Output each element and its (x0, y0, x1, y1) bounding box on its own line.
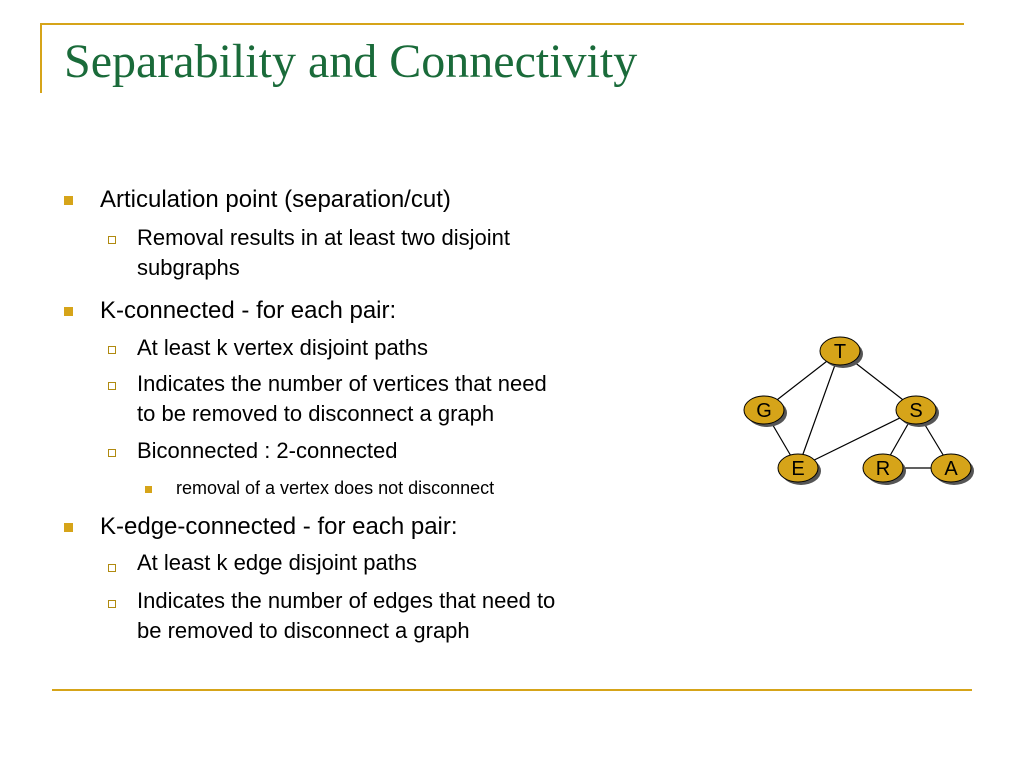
bullet-box-icon (108, 382, 116, 390)
graph-node-E: E (777, 453, 821, 485)
bullet-item: removal of a vertex does not disconnect (176, 478, 495, 498)
bullet-item: K-connected - for each pair: (100, 297, 397, 324)
bullet-item: Indicates the number of vertices that ne… (137, 371, 547, 396)
bullet-item: At least k vertex disjoint paths (137, 335, 429, 360)
graph-node-label: E (791, 458, 804, 480)
bullet-item: Removal results in at least two disjoint (137, 225, 510, 250)
graph-node-T: T (819, 336, 863, 368)
bullet-item-continuation: to be removed to disconnect a graph (137, 401, 495, 426)
bullet-box-icon (108, 600, 116, 608)
graph-node-label: A (944, 458, 958, 480)
graph-node-label: R (876, 458, 890, 480)
graph-node-label: G (756, 400, 772, 422)
graph-edge-E-S (797, 409, 917, 469)
bullet-item: Biconnected : 2-connected (137, 438, 398, 463)
bullet-square-icon (64, 307, 73, 316)
bullet-item-continuation: be removed to disconnect a graph (137, 618, 470, 643)
left-rule (40, 23, 42, 93)
bullet-item-continuation: subgraphs (137, 255, 240, 280)
bullet-square-icon (64, 196, 73, 205)
slide-title: Separability and Connectivity (64, 35, 638, 88)
bullet-item: At least k edge disjoint paths (137, 550, 418, 575)
bullet-box-icon (108, 449, 116, 457)
graph-svg: T G S E R A (743, 336, 974, 485)
bullet-square-icon (64, 523, 73, 532)
graph-node-G: G (743, 395, 787, 427)
bullet-square-small-icon (145, 486, 152, 493)
graph-node-A: A (930, 453, 974, 485)
bullet-box-icon (108, 236, 116, 244)
bullet-item: Indicates the number of edges that need … (137, 588, 556, 613)
bullet-item: Articulation point (separation/cut) (100, 186, 451, 213)
graph-node-S: S (895, 395, 939, 427)
graph-node-R: R (862, 453, 906, 485)
top-rule (40, 23, 964, 25)
graph-diagram: T G S E R A (738, 334, 978, 494)
bottom-rule (52, 689, 972, 691)
graph-node-label: T (834, 341, 846, 363)
graph-node-label: S (909, 400, 922, 422)
graph-edge-T-E (797, 350, 841, 469)
bullet-item: K-edge-connected - for each pair: (100, 513, 458, 540)
bullet-box-icon (108, 346, 116, 354)
bullet-box-icon (108, 564, 116, 572)
